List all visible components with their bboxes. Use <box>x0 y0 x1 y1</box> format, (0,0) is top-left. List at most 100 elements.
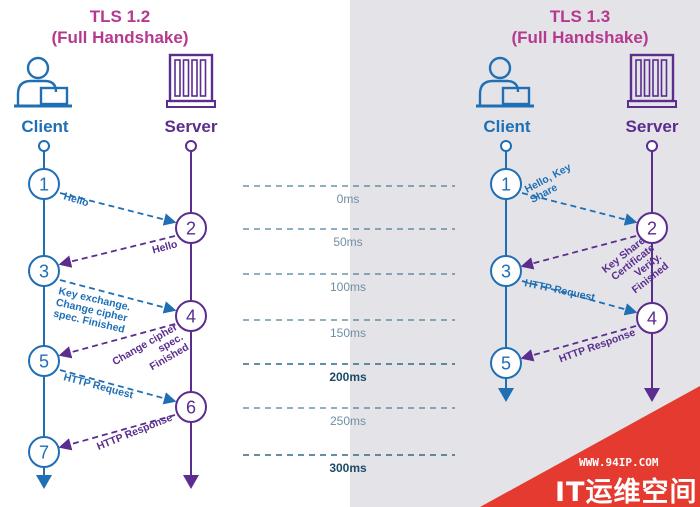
step-number: 3 <box>39 262 49 282</box>
step-number: 4 <box>647 309 657 329</box>
step-number: 4 <box>186 307 196 327</box>
tls13-client-label: Client <box>483 117 531 136</box>
server-blade <box>660 59 668 97</box>
tls13-title-line2: (Full Handshake) <box>511 28 649 47</box>
tls13-server-lifeline <box>644 140 660 402</box>
tls13-title-line1: TLS 1.3 <box>549 7 611 26</box>
lifeline-end-arrow <box>644 388 660 402</box>
message-label: HTTP Request <box>62 371 135 401</box>
message-label: Key Share.CertificateVerify.Finished <box>600 233 672 303</box>
step-number: 1 <box>501 175 511 195</box>
tls12-server-label: Server <box>164 117 218 136</box>
timeline-label: 50ms <box>333 235 362 249</box>
tls12-server-step-6: 6 <box>175 391 207 423</box>
tls12-message-6: HTTP Response <box>58 412 176 453</box>
timeline-label: 0ms <box>337 192 360 206</box>
step-circle <box>175 391 207 423</box>
tls12-client-lifeline <box>36 140 52 489</box>
tls13-message-1: Hello, KeyShare <box>521 161 638 226</box>
tls12-server-step-4: 4 <box>175 300 207 332</box>
server-blade <box>174 59 181 97</box>
step-circle <box>636 212 668 244</box>
tls13-person-at-laptop-icon <box>476 56 534 108</box>
lifeline-end-arrow <box>498 388 514 402</box>
timeline-label: 150ms <box>330 326 366 340</box>
step-number: 1 <box>39 175 49 195</box>
message-label: Hello, KeyShare <box>523 161 579 206</box>
person-head <box>488 56 512 80</box>
server-blade <box>635 59 642 97</box>
tls12-client-step-7: 7 <box>28 436 60 468</box>
lifeline-end-arrow <box>183 475 199 489</box>
message-label-line: HTTP Request <box>62 371 135 401</box>
timeline-label: 250ms <box>330 414 366 428</box>
lifeline-start-dot <box>38 140 50 152</box>
timeline-label: 200ms <box>329 370 367 384</box>
laptop-screen <box>39 86 69 106</box>
watermark-banner <box>480 386 700 507</box>
message-label: HTTP Response <box>557 326 637 365</box>
step-circle <box>28 345 60 377</box>
tls12-message-5: HTTP Request <box>59 369 177 405</box>
timeline-label: 300ms <box>329 461 367 475</box>
message-label: HTTP Response <box>95 412 174 453</box>
message-label: Key exchange.Change cipherspec. Finished <box>52 285 132 336</box>
step-circle <box>28 168 60 200</box>
tls13-client-step-5: 5 <box>490 347 522 379</box>
watermark-corner-shape <box>480 386 700 507</box>
tls13-server-rack-icon <box>627 53 677 108</box>
step-circle <box>175 212 207 244</box>
server-blade <box>652 59 659 97</box>
step-number: 3 <box>501 262 511 282</box>
server-base <box>166 100 216 108</box>
tls13-server-step-4: 4 <box>636 302 668 334</box>
step-circle <box>175 300 207 332</box>
tls12-title-line1: TLS 1.2 <box>89 7 151 26</box>
server-blade <box>643 59 651 97</box>
tls12-client-step-1: 1 <box>28 168 60 200</box>
step-circle <box>490 347 522 379</box>
server-blade <box>191 59 198 97</box>
tls12-client-step-5: 5 <box>28 345 60 377</box>
tls12-client-step-3: 3 <box>28 255 60 287</box>
step-number: 2 <box>647 219 657 239</box>
step-number: 5 <box>501 354 511 374</box>
message-label-line: Hello <box>62 190 90 209</box>
step-number: 7 <box>39 443 49 463</box>
tls13-server-step-2: 2 <box>636 212 668 244</box>
watermark-url: WWW.94IP.COM <box>579 456 659 469</box>
message-label: HTTP Request <box>523 277 596 304</box>
tls12-message-2: Hello <box>58 235 179 268</box>
tls12-server-step-2: 2 <box>175 212 207 244</box>
server-base <box>627 100 677 108</box>
lifeline-end-arrow <box>36 475 52 489</box>
timeline-label: 100ms <box>330 280 366 294</box>
step-number: 5 <box>39 352 49 372</box>
tls13-client-step-1: 1 <box>490 168 522 200</box>
step-circle <box>490 168 522 200</box>
message-label-line: HTTP Response <box>557 326 637 365</box>
person-body <box>16 79 58 106</box>
timeline: 0ms 50ms 100ms 150ms 200ms 250ms 300ms <box>243 185 455 475</box>
laptop-screen <box>501 86 531 106</box>
step-number: 2 <box>186 219 196 239</box>
step-circle <box>490 255 522 287</box>
tls12-title-line2: (Full Handshake) <box>51 28 189 47</box>
tls12-server-rack-icon <box>166 53 216 108</box>
tls12-message-3: Key exchange.Change cipherspec. Finished <box>52 279 177 336</box>
server-blade <box>199 59 207 97</box>
tls13-message-3: HTTP Request <box>521 277 638 316</box>
lifeline-start-dot <box>646 140 658 152</box>
watermark-brand: IT运维空间 <box>555 477 698 507</box>
step-circle <box>636 302 668 334</box>
person-head <box>26 56 50 80</box>
tls12-client-label: Client <box>21 117 69 136</box>
message-label-line: HTTP Request <box>523 277 596 304</box>
step-circle <box>28 436 60 468</box>
tls13-server-label: Server <box>625 117 679 136</box>
server-blade <box>182 59 190 97</box>
step-circle <box>28 255 60 287</box>
